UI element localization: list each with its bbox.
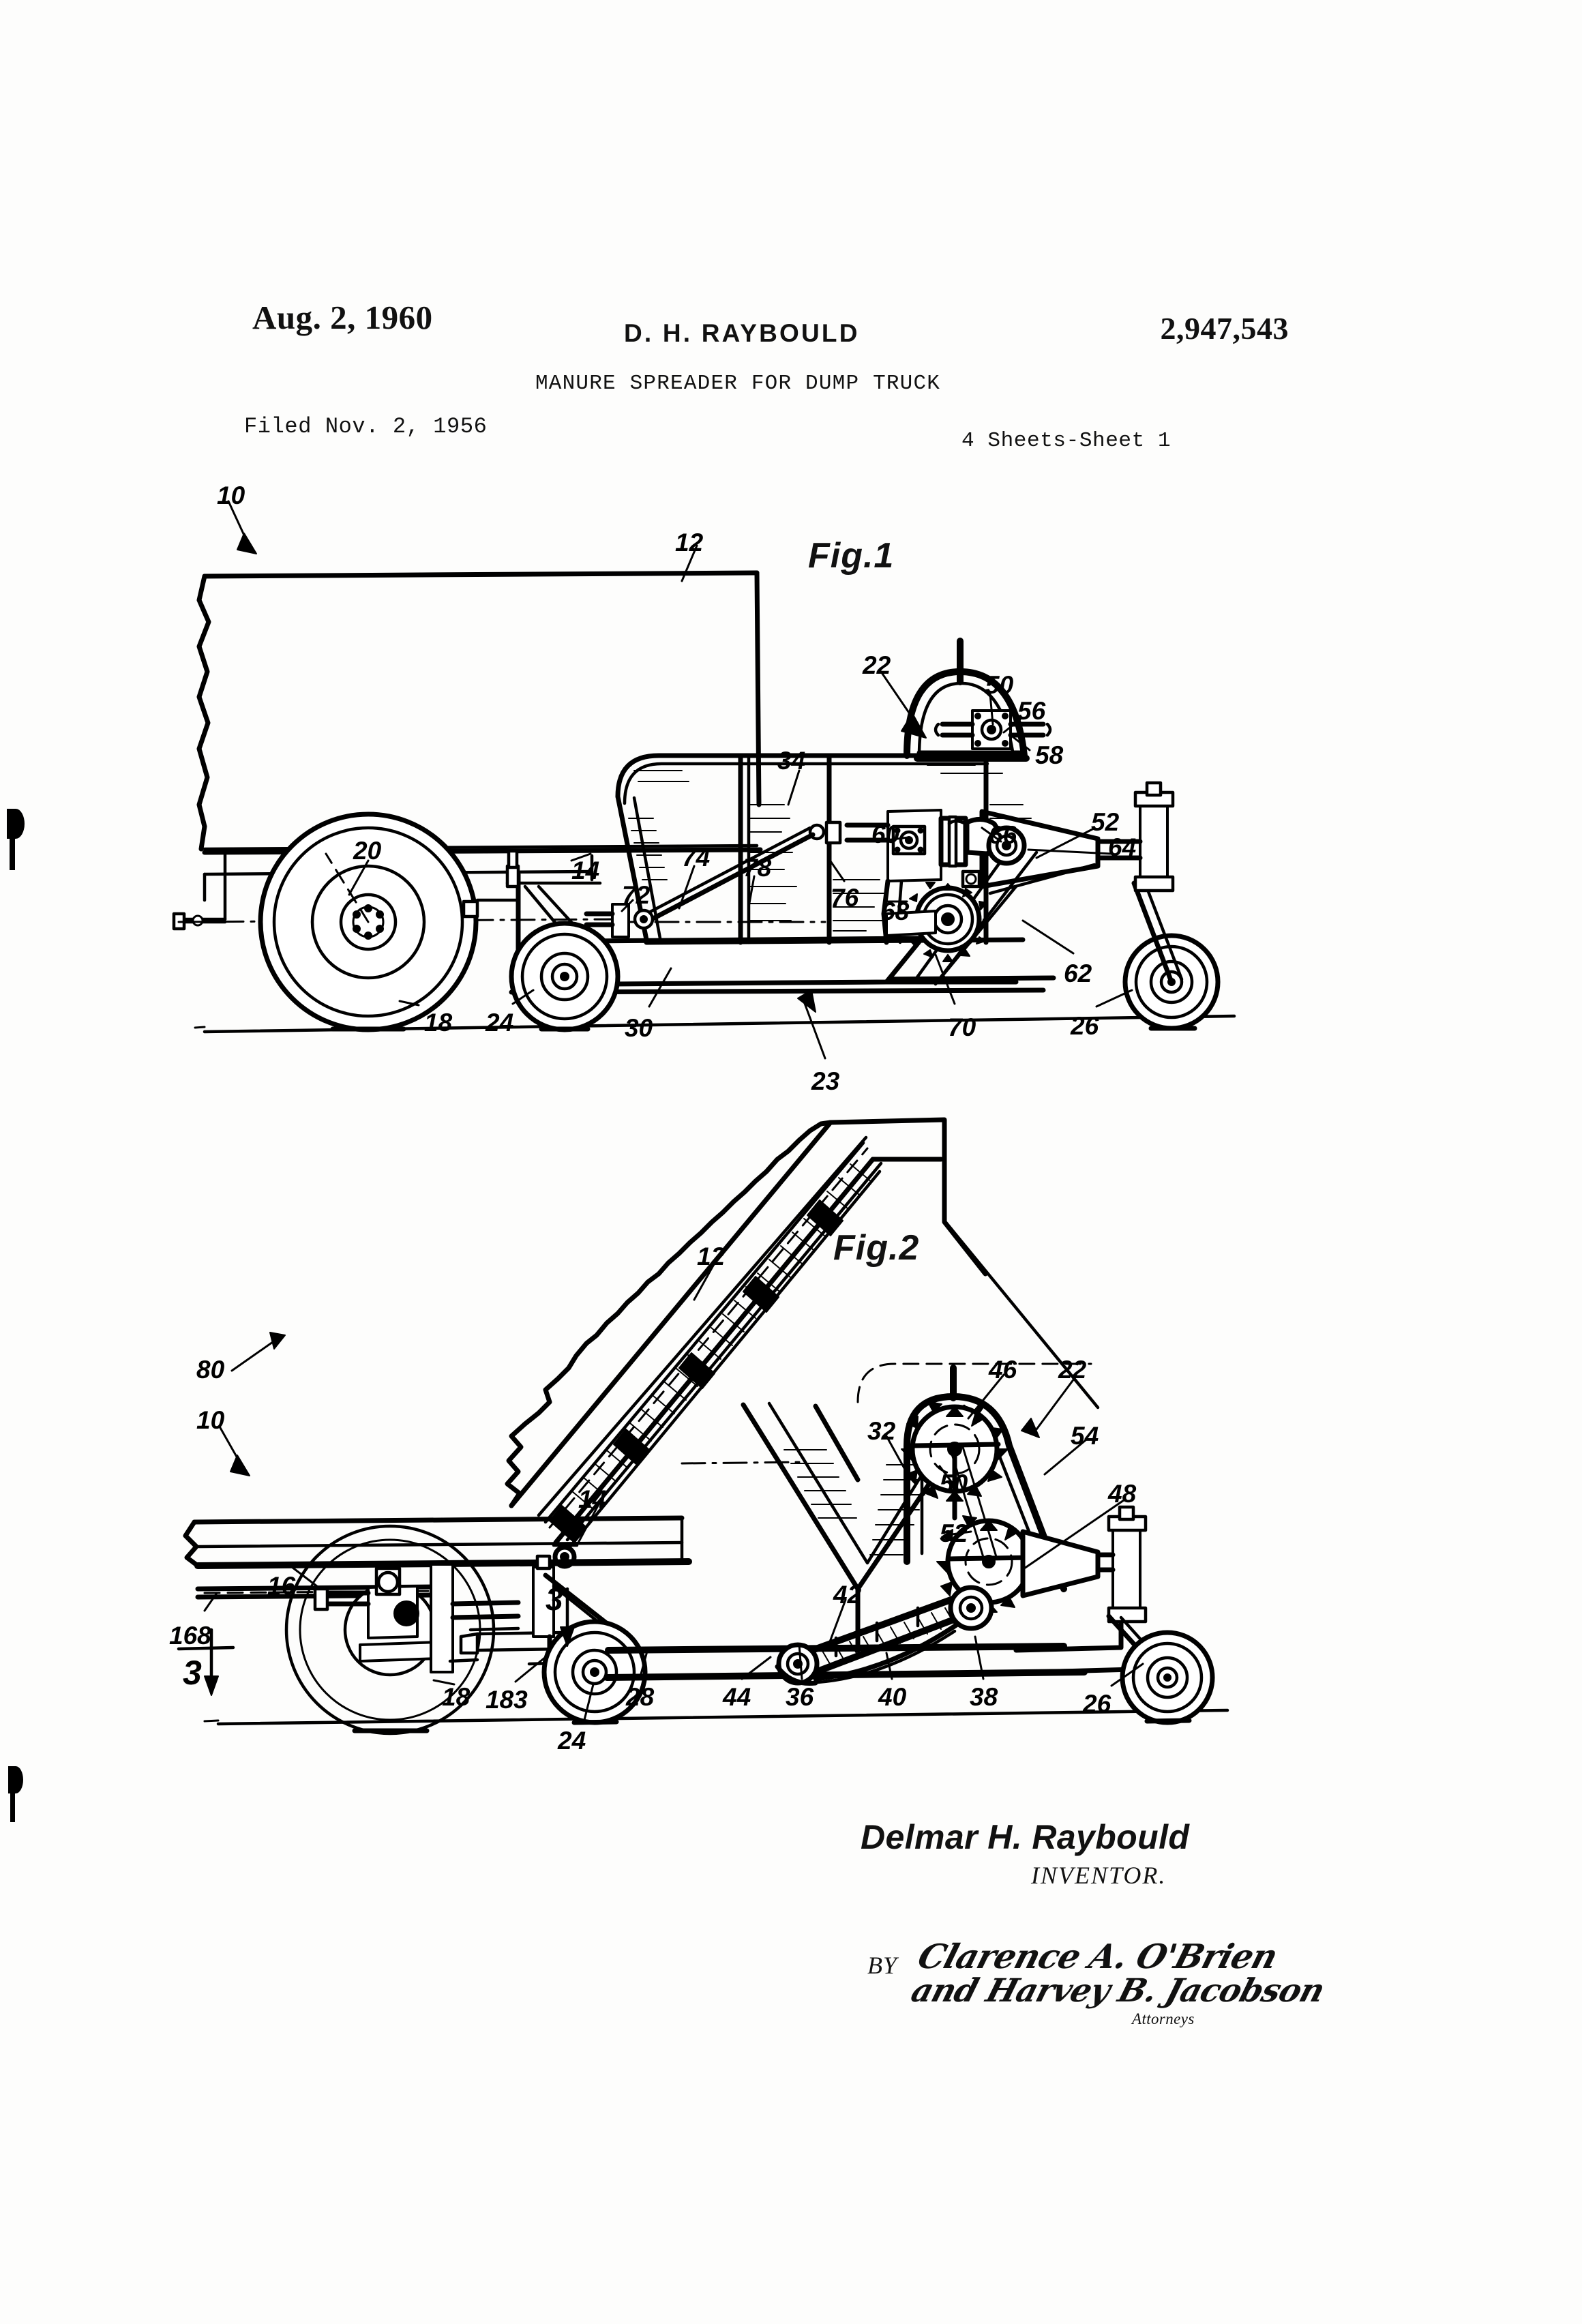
callout-80: 80 — [196, 1356, 225, 1384]
callout-22: 22 — [863, 651, 891, 679]
callout-16: 16 — [267, 1572, 296, 1600]
callout-26: 26 — [1071, 1012, 1099, 1040]
apron-conveyor-chain — [543, 1141, 883, 1542]
section-marker-3b: 3 — [183, 1654, 202, 1692]
callout-72: 72 — [622, 881, 651, 909]
drive-plate — [430, 1563, 454, 1673]
chassis-rail-top — [192, 1515, 685, 1525]
callout-38: 38 — [970, 1683, 998, 1711]
figure-1-caption: Fig.1 — [808, 536, 895, 576]
callout-40: 40 — [878, 1683, 907, 1711]
chassis-break-edge — [183, 1519, 200, 1568]
callout-64: 64 — [1108, 833, 1137, 861]
callout-10b: 10 — [196, 1406, 225, 1434]
callout-50b: 50 — [940, 1470, 968, 1498]
callout-14b: 14 — [578, 1485, 607, 1513]
patent-inventor-line: D. H. RAYBOULD — [624, 319, 860, 347]
upper-beater-46 — [901, 1401, 1009, 1521]
callout-58: 58 — [1035, 741, 1064, 769]
patent-number: 2,947,543 — [1160, 311, 1289, 346]
caster-leg — [1131, 880, 1174, 985]
callout-28: 28 — [626, 1683, 655, 1711]
attorney-signature-2: and Harvey B. Jacobson — [907, 1972, 1329, 2010]
scan-artifact-bottom-tail — [10, 1792, 15, 1822]
patent-title: MANURE SPREADER FOR DUMP TRUCK — [535, 372, 941, 396]
callout-10: 10 — [217, 481, 245, 509]
callout-62: 62 — [1064, 959, 1092, 987]
leader-lines-fig1 — [227, 500, 1133, 1060]
callout-22b: 22 — [1058, 1356, 1087, 1384]
callout-18b: 18 — [442, 1683, 471, 1711]
truck-body-break-edge — [196, 573, 211, 852]
callout-56: 56 — [1017, 697, 1046, 725]
scan-artifact-top-tail — [10, 837, 15, 870]
callout-32: 32 — [867, 1417, 896, 1445]
callout-52: 52 — [1091, 808, 1120, 836]
callout-54: 54 — [1071, 1422, 1099, 1450]
callout-183: 183 — [486, 1686, 528, 1714]
callout-68: 68 — [881, 897, 910, 925]
callout-12b: 12 — [697, 1242, 726, 1270]
callout-50: 50 — [985, 671, 1014, 699]
callout-24b: 24 — [558, 1727, 586, 1755]
callout-24: 24 — [486, 1009, 514, 1037]
by-label: BY — [867, 1952, 898, 1979]
callout-74: 74 — [682, 844, 711, 872]
caster-post-2 — [1111, 1521, 1141, 1619]
attorney-signature-1: Clarence A. O'Brien — [913, 1937, 1282, 1976]
callout-14: 14 — [571, 856, 600, 884]
callout-44: 44 — [723, 1683, 751, 1711]
callout-18: 18 — [424, 1009, 453, 1037]
callout-36: 36 — [786, 1683, 814, 1711]
callout-76: 76 — [831, 884, 859, 912]
callout-78: 78 — [743, 854, 772, 882]
callout-70: 70 — [948, 1013, 976, 1041]
dumpbody-break-edge — [505, 1120, 833, 1508]
scan-artifact-top — [7, 809, 25, 839]
leader-lines-fig2 — [203, 1257, 1144, 1724]
callout-34: 34 — [777, 747, 806, 775]
callout-23: 23 — [811, 1067, 840, 1095]
callout-60: 60 — [871, 820, 900, 848]
patent-filed-date: Filed Nov. 2, 1956 — [244, 414, 488, 439]
patent-sheet-count: 4 Sheets-Sheet 1 — [961, 429, 1171, 453]
section-arrows — [177, 1587, 575, 1696]
callout-42: 42 — [833, 1581, 862, 1609]
callout-48: 48 — [1108, 1480, 1137, 1508]
attorneys-label: Attorneys — [1132, 2010, 1195, 2027]
callout-168: 168 — [169, 1622, 211, 1650]
callout-46: 46 — [989, 1356, 1017, 1384]
control-rod-76 — [646, 832, 816, 923]
callout-20: 20 — [353, 837, 382, 865]
inventor-role-label: INVENTOR. — [1031, 1862, 1167, 1889]
section-marker-3a: 3 — [546, 1581, 563, 1617]
callout-52b: 52 — [940, 1519, 968, 1547]
patent-date: Aug. 2, 1960 — [252, 299, 433, 336]
dumpbody-lower-edge — [509, 1120, 833, 1508]
callout-30: 30 — [625, 1014, 653, 1042]
callout-26b: 26 — [1083, 1690, 1111, 1718]
lower-conveyor-drive — [775, 1585, 994, 1686]
figure-2-caption: Fig.2 — [833, 1228, 920, 1268]
hopper-front-rim — [615, 753, 990, 799]
ground-line-2 — [216, 1708, 1229, 1726]
phantom-outline — [856, 1362, 1092, 1403]
callout-66: 66 — [989, 821, 1017, 849]
truck-body-rear — [754, 570, 762, 807]
inventor-signature-name: Delmar H. Raybould — [861, 1818, 1190, 1856]
callout-12: 12 — [675, 528, 704, 556]
truck-body-top — [202, 570, 760, 579]
scan-artifact-bottom — [8, 1766, 23, 1793]
